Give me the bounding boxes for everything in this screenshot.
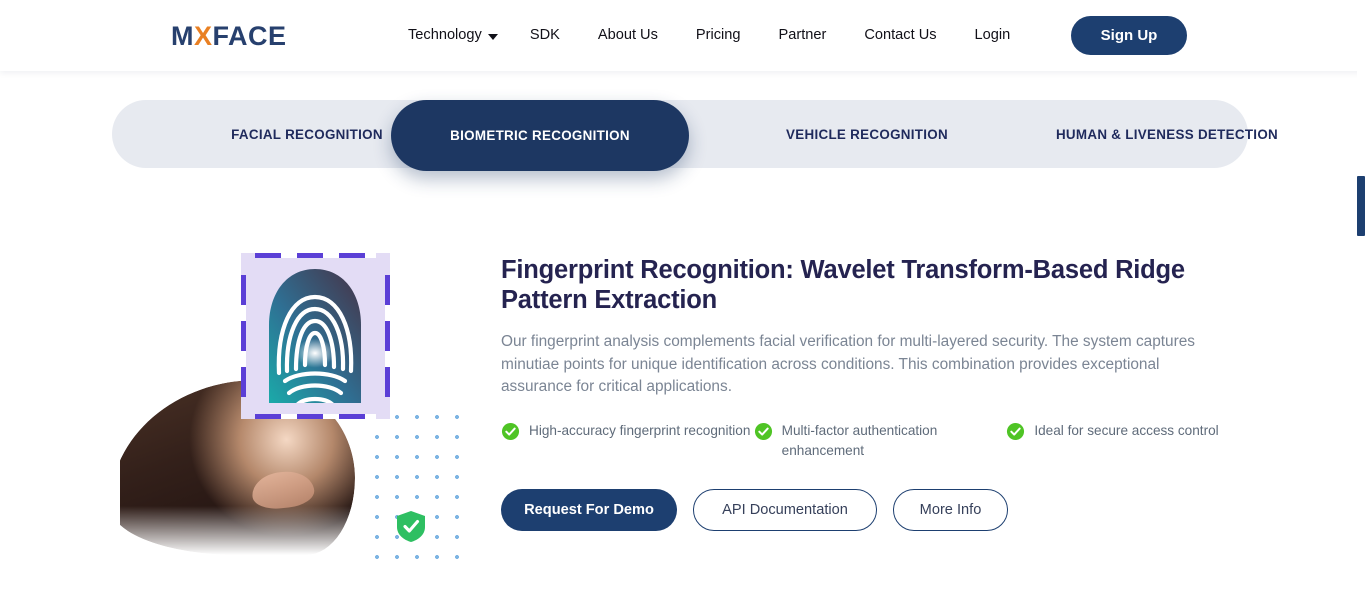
nav-item-technology[interactable]: Technology — [408, 24, 498, 46]
verified-shield-icon — [397, 511, 425, 542]
feature-label: High-accuracy fingerprint recognition — [529, 422, 751, 438]
tab-facial-recognition[interactable]: FACIAL RECOGNITION — [231, 126, 383, 142]
nav-item-login[interactable]: Login — [974, 27, 1011, 43]
logo-suffix: FACE — [212, 21, 287, 51]
fingerprint-scan-panel — [241, 253, 390, 419]
main-navigation: Technology SDK About Us Pricing Partner … — [408, 24, 1010, 46]
fingerprint-icon — [269, 269, 361, 403]
logo-accent-x: X — [194, 21, 213, 51]
nav-item-pricing[interactable]: Pricing — [695, 27, 741, 43]
nav-item-technology-label: Technology — [408, 27, 482, 43]
action-buttons: Request For Demo API Documentation More … — [501, 488, 1246, 531]
nav-item-partner[interactable]: Partner — [778, 27, 827, 43]
page-title: Fingerprint Recognition: Wavelet Transfo… — [501, 256, 1185, 314]
feature-label: Ideal for secure access control — [1034, 422, 1219, 438]
sign-up-button[interactable]: Sign Up — [1071, 16, 1187, 55]
tab-vehicle-recognition[interactable]: VEHICLE RECOGNITION — [786, 126, 948, 142]
page-description: Our fingerprint analysis complements fac… — [501, 333, 1195, 396]
check-circle-icon — [1007, 422, 1025, 440]
feature-item: Ideal for secure access control — [1006, 421, 1246, 462]
feature-item: High-accuracy fingerprint recognition — [501, 421, 754, 462]
request-for-demo-button[interactable]: Request For Demo — [501, 488, 677, 531]
api-documentation-button[interactable]: API Documentation — [693, 488, 877, 531]
logo-prefix: M — [171, 21, 194, 51]
tab-human-liveness-detection[interactable]: HUMAN & LIVENESS DETECTION — [1055, 126, 1279, 142]
feature-item: Multi-factor authentication enhancement — [754, 421, 1007, 462]
chevron-down-icon — [487, 33, 498, 40]
scrollbar-thumb[interactable] — [1357, 176, 1365, 236]
hero-content: Fingerprint Recognition: Wavelet Transfo… — [501, 255, 1246, 531]
nav-item-sdk[interactable]: SDK — [529, 27, 560, 43]
nav-item-contact-us[interactable]: Contact Us — [864, 27, 937, 43]
hero-visual — [120, 245, 470, 585]
site-header: MXFACE Technology SDK About Us Pricing P… — [0, 0, 1366, 71]
brand-logo[interactable]: MXFACE — [171, 20, 287, 52]
tab-biometric-recognition[interactable]: BIOMETRIC RECOGNITION — [391, 100, 689, 171]
more-info-button[interactable]: More Info — [893, 488, 1008, 531]
check-circle-icon — [501, 422, 520, 440]
nav-item-about-us[interactable]: About Us — [597, 27, 658, 43]
feature-label: Multi-factor authentication enhancement — [781, 422, 938, 459]
check-circle-icon — [754, 422, 772, 440]
scrollbar-track[interactable] — [1357, 71, 1366, 599]
feature-list: High-accuracy fingerprint recognition Mu… — [501, 421, 1246, 462]
